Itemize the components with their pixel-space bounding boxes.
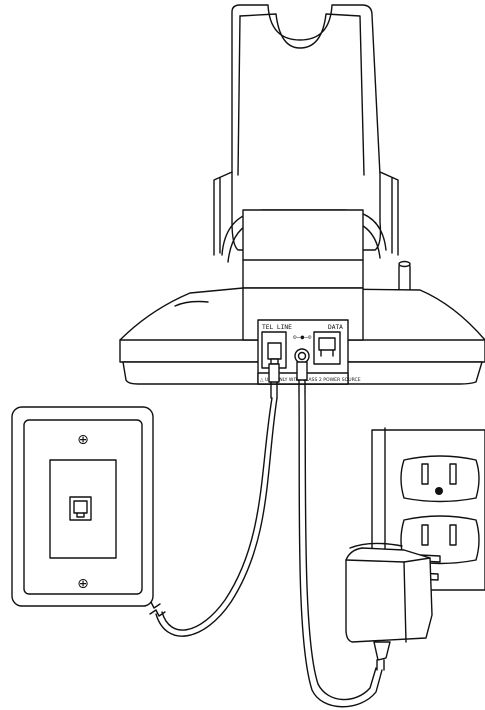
tel-line-jack[interactable] — [261, 331, 287, 369]
wall-phone-jack: ⊕ ⊕ — [11, 406, 154, 607]
tel-line-label: TEL LINE — [262, 324, 292, 331]
data-label: DATA — [328, 324, 343, 331]
power-cord — [296, 361, 383, 708]
dc-symbol-label: ⊙–●–⊙ — [293, 334, 312, 341]
screw-icon-bottom: ⊕ — [77, 576, 89, 592]
outlet-receptacle-top — [400, 455, 480, 503]
power-warning-text: △ USE ONLY WITH CLASS 2 POWER SOURCE — [260, 377, 361, 383]
ac-adapter — [345, 542, 441, 671]
phone-jack-socket-icon[interactable] — [69, 496, 92, 521]
dc-power-jack[interactable] — [294, 348, 310, 364]
data-jack[interactable] — [313, 331, 341, 365]
screw-icon-top: ⊕ — [77, 432, 89, 448]
